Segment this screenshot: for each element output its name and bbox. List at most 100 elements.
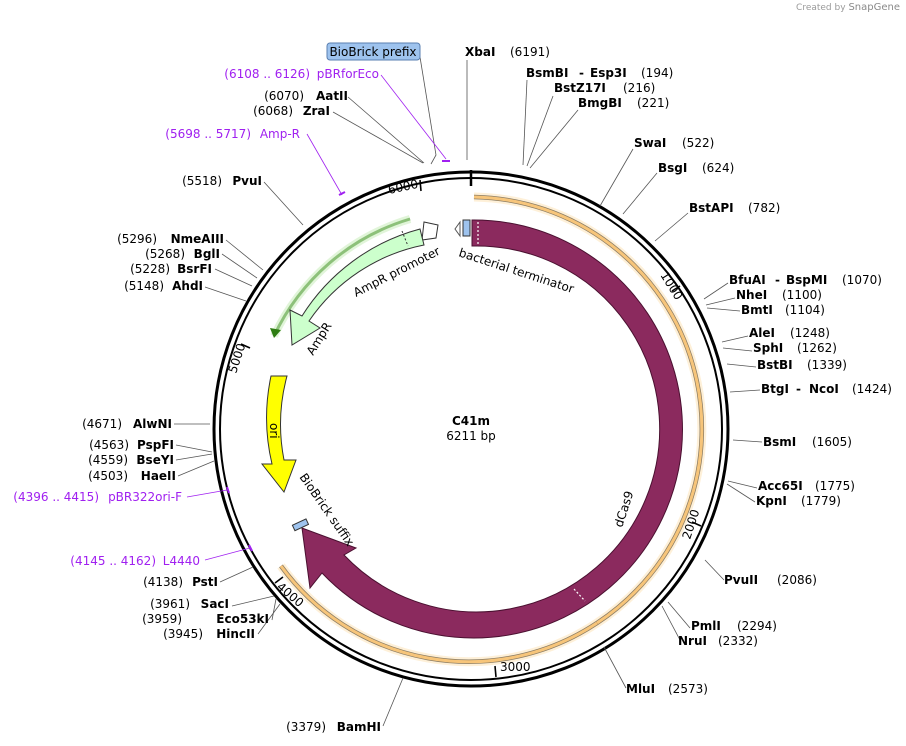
ori-label: ori bbox=[267, 423, 281, 439]
site-bspmi: BspMI bbox=[786, 273, 827, 287]
site-pspfi: PspFI bbox=[137, 438, 174, 452]
site-bsmbi-dash: - bbox=[579, 66, 584, 80]
leader-lines bbox=[174, 56, 763, 727]
site-saci: SacI bbox=[201, 597, 229, 611]
site-bfuai-pos: (1070) bbox=[842, 273, 882, 287]
site-bstz17i: BstZ17I bbox=[554, 81, 606, 95]
site-pspfi-pos: (4563) bbox=[89, 438, 129, 452]
site-bmgbi: BmgBI bbox=[578, 96, 622, 110]
site-bsmi-pos: (1605) bbox=[812, 435, 852, 449]
site-pmli: PmlI bbox=[691, 619, 721, 633]
tick-2000 bbox=[691, 521, 702, 527]
primer-l4440: L4440 bbox=[163, 554, 200, 568]
site-bsmbi: BsmBI bbox=[526, 66, 568, 80]
site-zrai: ZraI bbox=[303, 104, 330, 118]
site-nrui: NruI bbox=[678, 634, 707, 648]
site-pvui: PvuI bbox=[232, 174, 262, 188]
plasmid-size: 6211 bp bbox=[446, 429, 496, 443]
site-bstz17i-pos: (216) bbox=[623, 81, 655, 95]
plasmid-name: C41m bbox=[452, 414, 490, 428]
site-hincii: HincII bbox=[216, 627, 255, 641]
ampr-outline-arc-halo bbox=[270, 215, 412, 338]
site-xbai-pos: (6191) bbox=[510, 45, 550, 59]
site-btgi-dash: - bbox=[796, 382, 801, 396]
site-sphi: SphI bbox=[753, 341, 783, 355]
site-bsgi-pos: (624) bbox=[702, 161, 734, 175]
leader-pvui bbox=[263, 181, 304, 226]
credit-prefix: Created by bbox=[796, 3, 846, 13]
site-haeii: HaeII bbox=[141, 469, 176, 483]
primer-marks bbox=[226, 160, 450, 552]
site-bamhi-pos: (3379) bbox=[286, 720, 326, 734]
site-xbai: XbaI bbox=[465, 45, 495, 59]
site-nhei-pos: (1100) bbox=[782, 288, 822, 302]
site-bamhi: BamHI bbox=[337, 720, 381, 734]
leader-bamhi bbox=[382, 677, 404, 727]
leader-bseyi bbox=[175, 453, 213, 461]
tick-6000 bbox=[419, 179, 422, 192]
leader-bsmbi bbox=[522, 79, 528, 166]
site-ncoi: NcoI bbox=[809, 382, 839, 396]
bacterial-terminator-box bbox=[462, 219, 471, 237]
site-bsrfi: BsrFI bbox=[177, 262, 212, 276]
leader-bfuai bbox=[703, 282, 729, 300]
primer-labels: (6108 .. 6126) pBRforEco (5698 .. 5717) … bbox=[13, 67, 379, 568]
leader-bsgi bbox=[622, 172, 658, 215]
primer-amp-r-range: (5698 .. 5717) bbox=[165, 127, 251, 141]
orange-outline-arc-right-halo bbox=[473, 192, 707, 627]
leader-mlui bbox=[603, 646, 627, 689]
site-saci-pos: (3961) bbox=[150, 597, 190, 611]
leader-bmti bbox=[706, 307, 741, 312]
primer-pbr322ori-f-range: (4396 .. 4415) bbox=[13, 490, 99, 504]
site-swai-pos: (522) bbox=[682, 136, 714, 150]
site-haeii-pos: (4503) bbox=[88, 469, 128, 483]
primer-leader-amp-r bbox=[306, 133, 343, 196]
site-nhei: NheI bbox=[736, 288, 767, 302]
site-bmti: BmtI bbox=[741, 303, 773, 317]
leader-acc65i bbox=[727, 480, 758, 489]
site-bgli: BglI bbox=[194, 247, 220, 261]
leader-kpni bbox=[726, 483, 756, 503]
leader-pspfi bbox=[175, 444, 213, 453]
site-bsmbi-pos: (194) bbox=[641, 66, 673, 80]
leader-hincii bbox=[257, 603, 281, 635]
leader-bsrfi bbox=[214, 268, 253, 287]
site-bsrfi-pos: (5228) bbox=[130, 262, 170, 276]
biobrick-prefix-label: BioBrick prefix bbox=[329, 45, 416, 59]
dcas9-feature bbox=[301, 219, 683, 639]
site-bfuai: BfuAI bbox=[729, 273, 766, 287]
leader-btgi bbox=[729, 389, 761, 393]
site-hincii-pos: (3945) bbox=[163, 627, 203, 641]
site-swai: SwaI bbox=[634, 136, 666, 150]
site-ahdi: AhdI bbox=[172, 279, 203, 293]
site-eco53ki-pos: (3959) bbox=[142, 612, 182, 626]
primer-leader-pbr322ori-f bbox=[186, 489, 228, 498]
site-psti: PstI bbox=[192, 575, 218, 589]
leader-sphi bbox=[722, 347, 753, 352]
site-bstapi: BstAPI bbox=[689, 201, 734, 215]
primer-amp-r: Amp-R bbox=[260, 127, 300, 141]
dcas9-label: dCas9 bbox=[612, 489, 637, 529]
site-bstapi-pos: (782) bbox=[748, 201, 780, 215]
primer-leader-pbrforeco bbox=[380, 74, 447, 160]
primer-leader-lines bbox=[186, 74, 447, 561]
leader-zrai bbox=[332, 111, 424, 164]
orange-outline-arc-bottom-halo bbox=[277, 563, 600, 667]
site-btgi-pos: (1424) bbox=[852, 382, 892, 396]
primer-mark-pbr322ori-f bbox=[226, 486, 230, 494]
primer-pbr322ori-f: pBR322ori-F bbox=[108, 490, 182, 504]
site-bmgbi-pos: (221) bbox=[637, 96, 669, 110]
site-nrui-pos: (2332) bbox=[718, 634, 758, 648]
site-alei: AleI bbox=[749, 326, 775, 340]
site-alwni-pos: (4671) bbox=[82, 417, 122, 431]
leader-haeii bbox=[177, 460, 215, 477]
leader-pmli bbox=[667, 601, 691, 629]
leader-saci bbox=[231, 595, 275, 607]
primer-leader-l4440 bbox=[204, 547, 251, 561]
leader-psti bbox=[219, 566, 254, 583]
site-pvuii: PvuII bbox=[724, 573, 758, 587]
leader-alei bbox=[721, 335, 749, 343]
leader-bstz17i bbox=[526, 95, 554, 167]
ampr-feature bbox=[289, 228, 425, 346]
